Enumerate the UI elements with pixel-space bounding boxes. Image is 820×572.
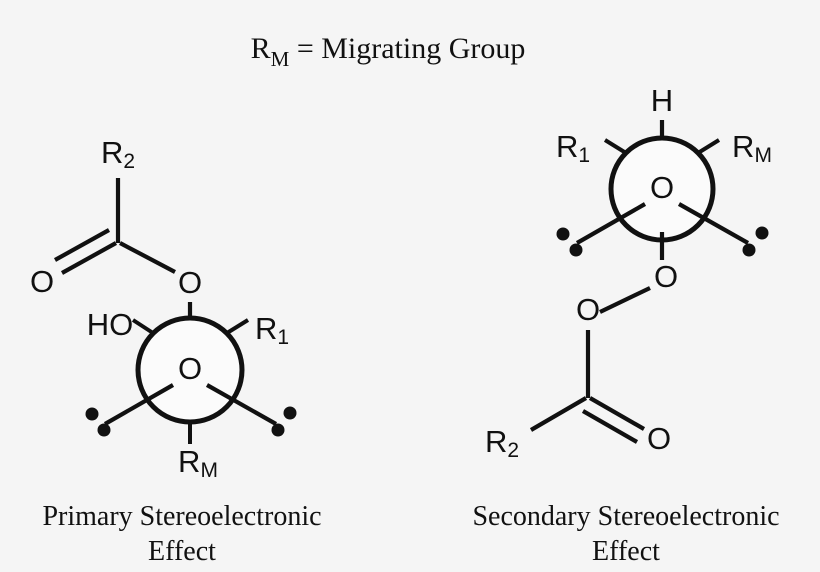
- lone-pair-dot-left-lower-primary: [97, 423, 111, 437]
- label-migrating-group-secondary: RM: [732, 129, 772, 166]
- back-bond-to-hydroxyl: [131, 318, 155, 335]
- lone-pair-dot-left-upper-secondary: [556, 227, 570, 241]
- label-hydrogen-secondary: H: [651, 83, 673, 118]
- title-subscript: M: [271, 47, 290, 71]
- lone-pair-dot-right-lower-primary: [271, 423, 285, 437]
- lone-pair-dot-right-upper-primary: [283, 406, 297, 420]
- label-r1-primary: R1: [255, 311, 289, 348]
- label-ester-oxygen-secondary: O: [576, 292, 600, 327]
- front-bond-lone-pair-right: [205, 383, 278, 426]
- secondary-structure: O H R1 RM: [472, 83, 779, 567]
- title-suffix: = Migrating Group: [289, 32, 525, 65]
- caption-secondary-line2: Effect: [592, 536, 660, 567]
- label-center-oxygen-secondary: O: [650, 170, 674, 205]
- back-bond-lone-pair-left-secondary: [575, 202, 647, 245]
- caption-primary-line1: Primary Stereoelectronic: [42, 501, 321, 532]
- lone-pair-dot-right-lower-secondary: [742, 243, 756, 257]
- back-bond-lone-pair-right-secondary: [677, 202, 750, 245]
- label-ester-oxygen-primary: O: [178, 265, 202, 300]
- back-bond-to-r1: [225, 318, 250, 335]
- bond-carbonyl-double-outer-secondary: [588, 396, 646, 431]
- secondary-newman-projection: O H R1 RM: [556, 83, 772, 260]
- bond-carbonyl-double-inner-secondary: [581, 409, 639, 444]
- secondary-ester-group: O O O R2: [485, 259, 678, 461]
- caption-secondary-line1: Secondary Stereoelectronic: [472, 501, 779, 532]
- bond-peroxide-oxygen-oxygen: [599, 286, 651, 314]
- caption-primary-line2: Effect: [148, 536, 216, 567]
- bond-carbonyl-double-outer: [60, 241, 118, 275]
- back-bond-to-r1-secondary: [603, 138, 628, 155]
- lone-pair-dot-left-lower-secondary: [569, 243, 583, 257]
- bond-carbonyl-double-inner: [53, 228, 111, 262]
- primary-ester-group: R2 O O: [30, 135, 202, 300]
- bond-carbonyl-carbon-to-r2-secondary: [529, 396, 588, 432]
- bond-carbonyl-carbon-to-ester-oxygen: [119, 241, 176, 274]
- label-migrating-group-primary: RM: [178, 444, 218, 481]
- label-r1-secondary: R1: [556, 129, 590, 166]
- title-prefix: R: [251, 32, 271, 65]
- label-carbonyl-oxygen-primary: O: [30, 264, 54, 299]
- lone-pair-dot-left-upper-primary: [85, 407, 99, 421]
- label-center-oxygen-primary: O: [178, 351, 202, 386]
- label-carbonyl-oxygen-secondary: O: [647, 421, 671, 456]
- label-r2-primary: R2: [101, 135, 135, 172]
- lone-pair-dot-right-upper-secondary: [755, 226, 769, 240]
- back-bond-to-migrating-group-secondary: [696, 138, 721, 155]
- label-peroxide-oxygen-secondary: O: [654, 259, 678, 294]
- front-bond-lone-pair-left: [103, 383, 175, 426]
- label-hydroxyl-primary: HO: [87, 307, 134, 342]
- primary-structure: R2 O O O HO: [30, 135, 322, 567]
- label-r2-secondary: R2: [485, 424, 519, 461]
- figure-title: RM = Migrating Group: [251, 32, 526, 71]
- primary-newman-projection: O HO R1 RM: [85, 302, 297, 482]
